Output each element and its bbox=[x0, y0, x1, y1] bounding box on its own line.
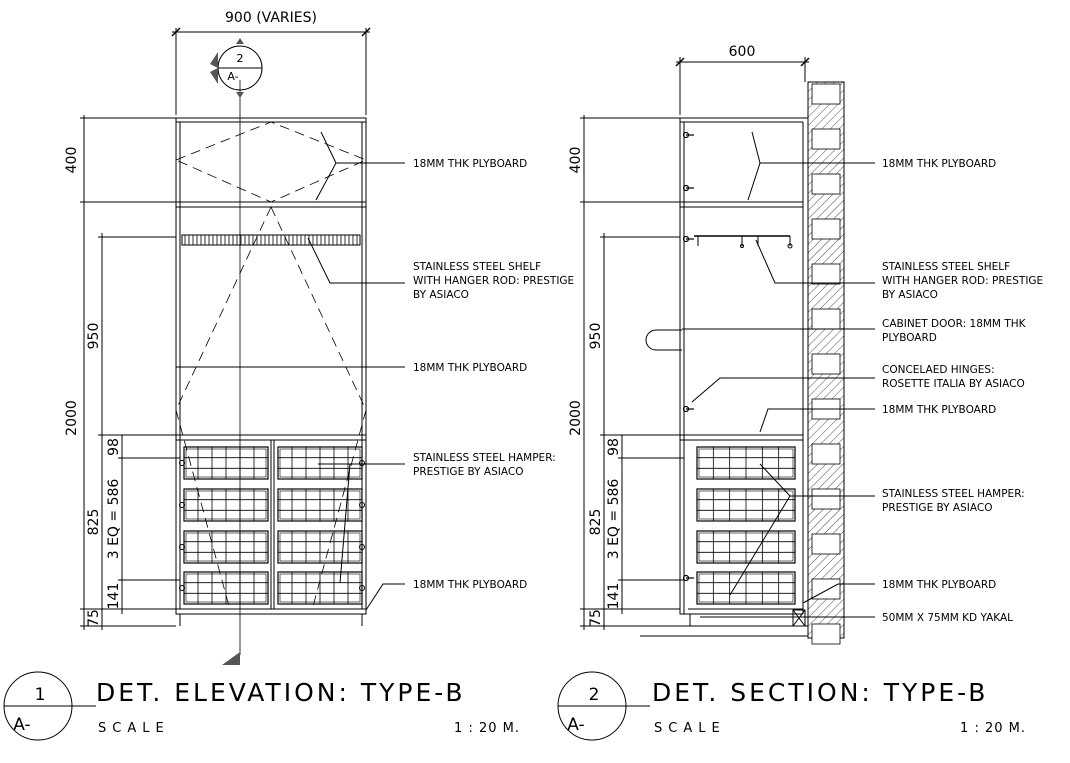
elevation-dim-141: 141 bbox=[106, 583, 122, 610]
elevation-dim-825: 825 bbox=[86, 509, 102, 536]
elevation-dim-98: 98 bbox=[106, 438, 122, 456]
elevation-view bbox=[80, 27, 405, 665]
elevation-dim-75: 75 bbox=[86, 609, 102, 627]
section-title-number: 2 bbox=[589, 685, 600, 705]
section-note-shelf-1: STAINLESS STEEL SHELF bbox=[882, 261, 1010, 273]
elevation-title-number: 1 bbox=[35, 685, 46, 705]
section-note-shelf-2: WITH HANGER ROD: PRESTIGE bbox=[882, 275, 1043, 287]
elevation-scale-value: 1 : 20 M. bbox=[454, 721, 520, 736]
section-dim-825: 825 bbox=[588, 509, 604, 536]
section-dim-400: 400 bbox=[568, 147, 584, 174]
elevation-dim-950: 950 bbox=[86, 323, 102, 350]
section-notes: 18MM THK PLYBOARD STAINLESS STEEL SHELF … bbox=[882, 158, 1043, 624]
section-dim-2000: 2000 bbox=[568, 400, 584, 436]
elevation-dim-3eq: 3 EQ = 586 bbox=[106, 479, 122, 560]
section-note-hamper-1: STAINLESS STEEL HAMPER: bbox=[882, 488, 1025, 500]
section-note-door-2: PLYBOARD bbox=[882, 332, 937, 344]
section-scale-label: SCALE bbox=[654, 721, 726, 736]
section-title-text: DET. SECTION: TYPE-B bbox=[652, 678, 988, 707]
elevation-note-plyboard-top: 18MM THK PLYBOARD bbox=[413, 158, 527, 170]
section-note-yakal: 50MM X 75MM KD YAKAL bbox=[882, 612, 1013, 624]
elevation-note-shelf-3: BY ASIACO bbox=[413, 289, 469, 301]
section-note-hinges-2: ROSETTE ITALIA BY ASIACO bbox=[882, 378, 1025, 390]
elevation-dim-400: 400 bbox=[64, 147, 80, 174]
elevation-dim-2000: 2000 bbox=[64, 400, 80, 436]
elevation-title-text: DET. ELEVATION: TYPE-B bbox=[96, 678, 466, 707]
section-dim-75: 75 bbox=[588, 609, 604, 627]
section-dim-98: 98 bbox=[606, 438, 622, 456]
elevation-note-shelf-1: STAINLESS STEEL SHELF bbox=[413, 261, 541, 273]
elevation-notes: 18MM THK PLYBOARD STAINLESS STEEL SHELF … bbox=[413, 158, 574, 591]
section-note-door-1: CABINET DOOR: 18MM THK bbox=[882, 318, 1027, 330]
callout-number: 2 bbox=[237, 52, 244, 65]
callout-sheet: A- bbox=[227, 70, 238, 83]
elevation-note-shelf-2: WITH HANGER ROD: PRESTIGE bbox=[413, 275, 574, 287]
elevation-title-block: 1 A- DET. ELEVATION: TYPE-B SCALE 1 : 20… bbox=[3, 671, 520, 741]
section-note-plyboard-mid: 18MM THK PLYBOARD bbox=[882, 404, 996, 416]
section-view bbox=[580, 57, 875, 645]
section-note-plyboard-top: 18MM THK PLYBOARD bbox=[882, 158, 996, 170]
elevation-note-hamper-1: STAINLESS STEEL HAMPER: bbox=[413, 452, 556, 464]
section-note-plyboard-bottom: 18MM THK PLYBOARD bbox=[882, 579, 996, 591]
elevation-note-plyboard-mid: 18MM THK PLYBOARD bbox=[413, 362, 527, 374]
elevation-scale-label: SCALE bbox=[98, 721, 170, 736]
section-note-shelf-3: BY ASIACO bbox=[882, 289, 938, 301]
section-title-sheet: A- bbox=[567, 715, 584, 735]
section-scale-value: 1 : 20 M. bbox=[960, 721, 1026, 736]
section-note-hamper-2: PRESTIGE BY ASIACO bbox=[882, 502, 992, 514]
elevation-note-hamper-2: PRESTIGE BY ASIACO bbox=[413, 466, 523, 478]
section-title-block: 2 A- DET. SECTION: TYPE-B SCALE 1 : 20 M… bbox=[557, 671, 1026, 741]
section-dim-950: 950 bbox=[588, 323, 604, 350]
elevation-title-sheet: A- bbox=[13, 715, 30, 735]
elevation-width-dim: 900 (VARIES) bbox=[225, 10, 317, 26]
section-dim-141: 141 bbox=[606, 583, 622, 610]
section-note-hinges-1: CONCELAED HINGES: bbox=[882, 364, 995, 376]
elevation-note-plyboard-bottom: 18MM THK PLYBOARD bbox=[413, 579, 527, 591]
section-dim-3eq: 3 EQ = 586 bbox=[606, 479, 622, 560]
label-layer: 900 (VARIES) 2 A- 400 950 2000 825 98 3 … bbox=[3, 10, 1043, 741]
section-width-dim: 600 bbox=[729, 44, 756, 60]
